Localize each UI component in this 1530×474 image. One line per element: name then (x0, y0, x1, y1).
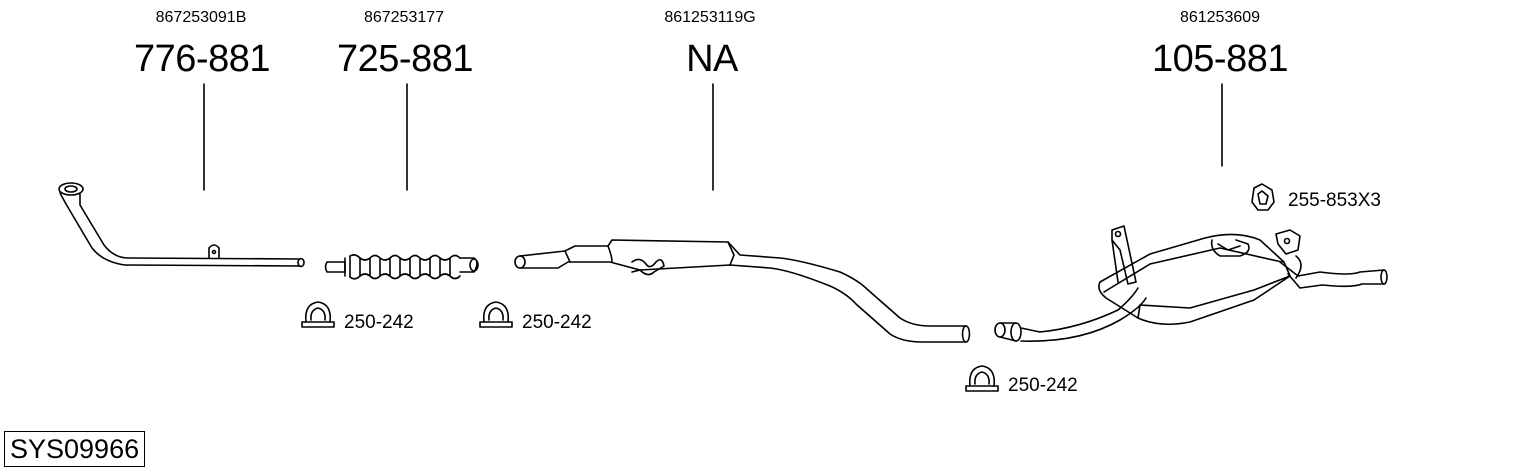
accessory-label[interactable]: 250-242 (522, 312, 592, 333)
hanger-rubber-icon (1251, 183, 1275, 211)
rear-silencer (994, 225, 1388, 342)
clamp-icon (965, 365, 999, 392)
clamp-icon (301, 301, 335, 328)
system-id-label: SYS09966 (4, 431, 146, 467)
accessory-label[interactable]: 255-853X3 (1288, 190, 1381, 211)
accessory-label[interactable]: 250-242 (1008, 375, 1078, 396)
front-pipe (58, 182, 305, 268)
flex-pipe (324, 254, 479, 280)
part-code[interactable]: 776-881 (134, 38, 270, 80)
part-code[interactable]: 105-881 (1152, 38, 1288, 80)
oem-number: 867253091B (155, 9, 247, 26)
middle-silencer-pipe (514, 239, 971, 343)
part-code[interactable]: NA (686, 38, 738, 80)
part-code[interactable]: 725-881 (337, 38, 473, 80)
oem-number: 861253119G (664, 9, 756, 26)
accessory-label[interactable]: 250-242 (344, 312, 414, 333)
clamp-icon (479, 301, 513, 328)
oem-number: 867253177 (363, 9, 445, 26)
oem-number: 861253609 (1179, 9, 1261, 26)
